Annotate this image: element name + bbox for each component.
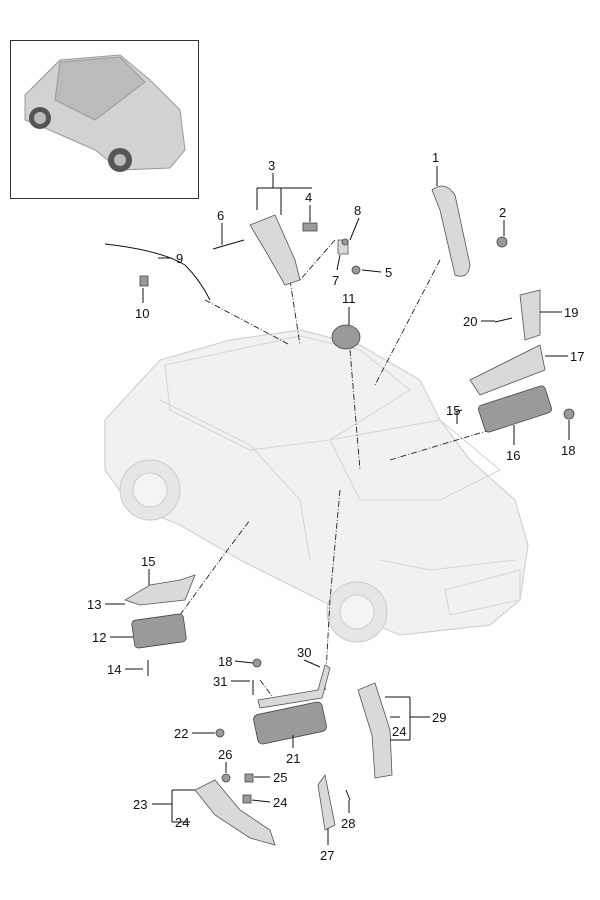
part-20-bolt	[494, 317, 513, 323]
label-31[interactable]: 31	[213, 674, 227, 689]
label-22[interactable]: 22	[174, 726, 188, 741]
part-29-bracket	[357, 682, 393, 779]
label-6[interactable]: 6	[217, 208, 224, 223]
part-26	[221, 773, 231, 783]
part-5	[351, 265, 361, 275]
label-8[interactable]: 8	[354, 203, 361, 218]
label-23[interactable]: 23	[133, 797, 147, 812]
label-10[interactable]: 10	[135, 306, 149, 321]
part-24-nut	[242, 794, 252, 804]
label-25[interactable]: 25	[273, 770, 287, 785]
label-16[interactable]: 16	[506, 448, 520, 463]
part-2	[496, 236, 508, 248]
vehicle-outline	[104, 329, 529, 643]
callout-labels: 1 2 3 4 5 6 7 8 9 10 11 12 13 14 15 15 1…	[87, 150, 584, 863]
label-7[interactable]: 7	[332, 273, 339, 288]
label-18-lower[interactable]: 18	[218, 654, 232, 669]
part-28-bolt	[345, 789, 351, 801]
part-12-knee-airbag-left	[131, 613, 187, 649]
part-23-bracket	[194, 779, 276, 846]
label-24-c[interactable]: 24	[392, 724, 406, 739]
label-24-a[interactable]: 24	[175, 815, 189, 830]
label-1[interactable]: 1	[432, 150, 439, 165]
part-1-curtain-airbag-pillar	[431, 185, 471, 277]
label-29[interactable]: 29	[432, 710, 446, 725]
part-25-nut	[244, 773, 254, 783]
label-15-right[interactable]: 15	[446, 403, 460, 418]
label-19[interactable]: 19	[564, 305, 578, 320]
part-22	[215, 728, 225, 738]
label-2[interactable]: 2	[499, 205, 506, 220]
label-5[interactable]: 5	[385, 265, 392, 280]
part-16-passenger-airbag	[478, 385, 552, 433]
part-13-bracket	[124, 574, 196, 606]
parts	[104, 185, 575, 846]
part-11-steering-airbag	[331, 324, 361, 350]
label-12[interactable]: 12	[92, 630, 106, 645]
part-8	[341, 238, 349, 246]
vehicle-thumbnail[interactable]	[10, 40, 199, 199]
part-9-side-curtain-airbag	[104, 243, 211, 301]
label-21[interactable]: 21	[286, 751, 300, 766]
part-30-bracket	[257, 664, 331, 709]
label-14[interactable]: 14	[107, 662, 121, 677]
label-18-right[interactable]: 18	[561, 443, 575, 458]
part-18-lower	[252, 658, 262, 668]
label-30[interactable]: 30	[297, 645, 311, 660]
part-3-bracket	[249, 214, 301, 286]
part-6-bolt	[212, 239, 245, 250]
label-13[interactable]: 13	[87, 597, 101, 612]
label-4[interactable]: 4	[305, 190, 312, 205]
label-24-b[interactable]: 24	[273, 795, 287, 810]
label-15-left[interactable]: 15	[141, 554, 155, 569]
part-19	[519, 289, 541, 341]
label-28[interactable]: 28	[341, 816, 355, 831]
label-20[interactable]: 20	[463, 314, 477, 329]
label-3[interactable]: 3	[268, 158, 275, 173]
part-4	[302, 222, 318, 232]
part-10	[139, 275, 149, 287]
callout-lines	[105, 166, 570, 845]
label-11[interactable]: 11	[342, 291, 356, 306]
part-17-bracket	[469, 344, 546, 396]
part-27-bracket	[317, 774, 336, 831]
label-9[interactable]: 9	[176, 251, 183, 266]
part-18-right	[563, 408, 575, 420]
label-26[interactable]: 26	[218, 747, 232, 762]
label-17[interactable]: 17	[570, 349, 584, 364]
label-27[interactable]: 27	[320, 848, 334, 863]
